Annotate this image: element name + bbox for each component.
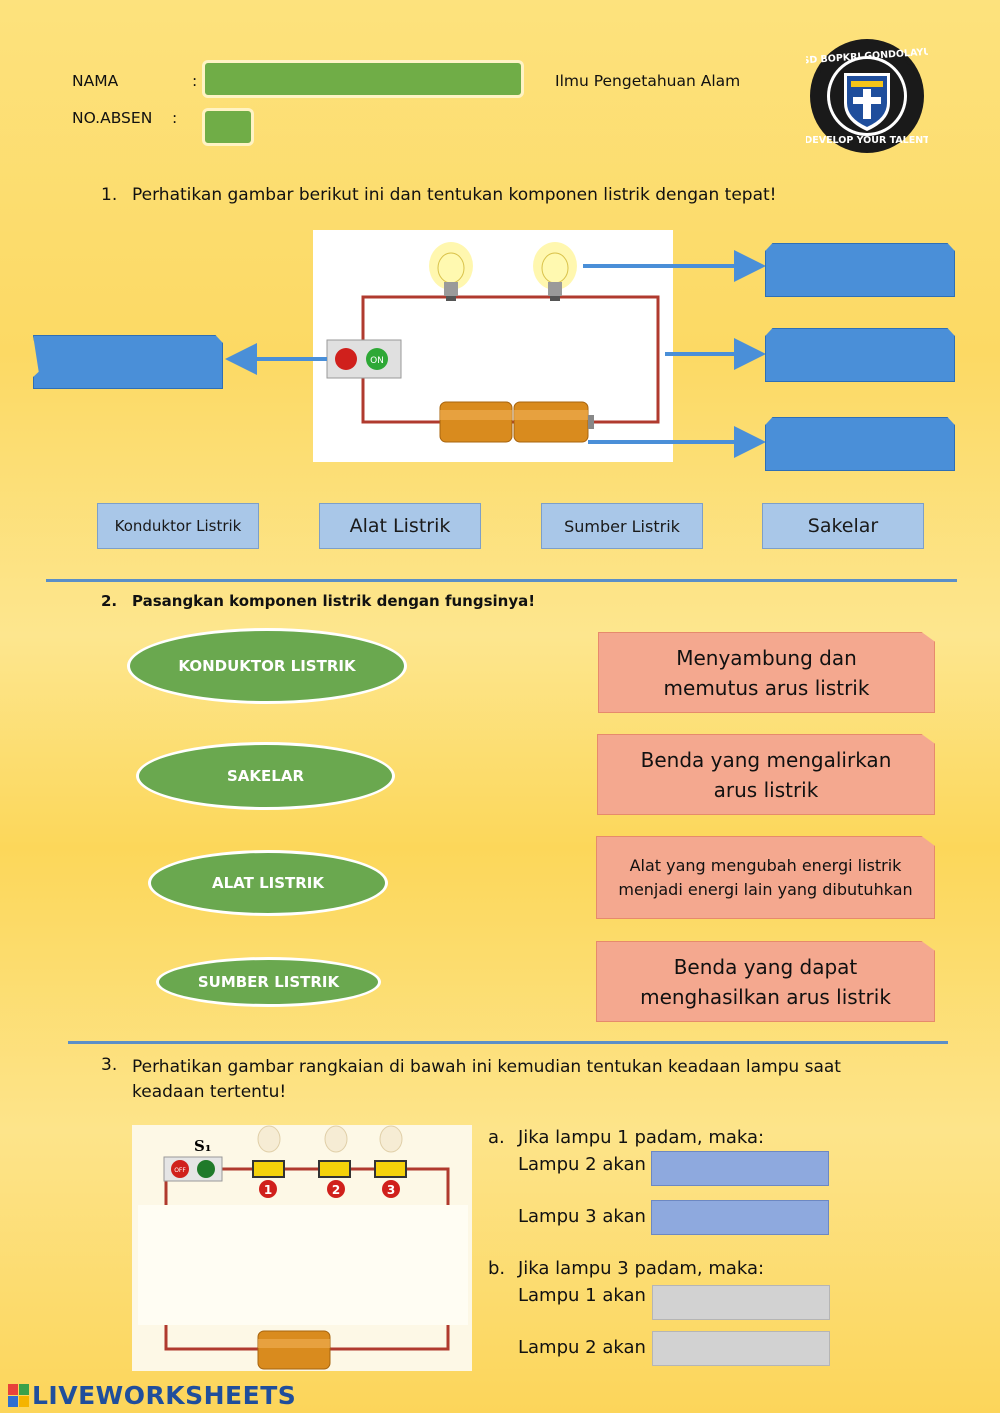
bulb-icon <box>257 1125 281 1153</box>
q1-number: 1. <box>101 185 118 205</box>
answer-box-battery[interactable] <box>765 417 955 471</box>
name-label: NAMA <box>72 72 119 90</box>
arrows-layer <box>225 250 766 458</box>
svg-text:OFF: OFF <box>174 1167 186 1174</box>
function-4[interactable]: Benda yang dapat menghasilkan arus listr… <box>596 941 935 1022</box>
answer-box-switch[interactable] <box>33 335 223 389</box>
bulb-icon <box>429 242 473 301</box>
subject-label: Ilmu Pengetahuan Alam <box>555 72 741 90</box>
svg-text:ON: ON <box>370 356 384 366</box>
divider-2 <box>68 1041 948 1044</box>
circuit-diagram-1: ON <box>313 230 673 462</box>
bulb-icon <box>379 1125 403 1153</box>
svg-text:1: 1 <box>264 1183 272 1197</box>
svg-text:DEVELOP YOUR TALENT: DEVELOP YOUR TALENT <box>806 135 928 146</box>
function-1[interactable]: Menyambung dan memutus arus listrik <box>598 632 935 713</box>
battery-icon <box>257 1330 331 1370</box>
q3-b-label: b. <box>488 1258 506 1279</box>
q3-a-label: a. <box>488 1127 505 1148</box>
divider-1 <box>46 579 957 582</box>
q2-number: 2. <box>101 592 118 610</box>
absen-colon: : <box>172 109 178 127</box>
q3-b-text: Jika lampu 3 padam, maka: <box>518 1258 765 1279</box>
option-konduktor[interactable]: Konduktor Listrik <box>97 503 259 549</box>
answer-a-lampu3[interactable] <box>651 1200 829 1235</box>
component-sakelar[interactable]: SAKELAR <box>136 742 395 810</box>
q2-text: Pasangkan komponen listrik dengan fungsi… <box>132 592 536 610</box>
option-alat[interactable]: Alat Listrik <box>319 503 481 549</box>
name-input[interactable] <box>202 60 524 98</box>
brand-text: LIVEWORKSHEETS <box>32 1381 297 1410</box>
bulb-icon <box>324 1125 348 1153</box>
option-sumber[interactable]: Sumber Listrik <box>541 503 703 549</box>
absen-input[interactable] <box>202 108 254 146</box>
answer-b-lampu2[interactable] <box>652 1331 830 1366</box>
answer-a-lampu2[interactable] <box>651 1151 829 1186</box>
q3-a-line2: Lampu 3 akan <box>518 1206 646 1227</box>
q3-number: 3. <box>101 1055 118 1075</box>
option-sakelar[interactable]: Sakelar <box>762 503 924 549</box>
function-2[interactable]: Benda yang mengalirkan arus listrik <box>597 734 935 815</box>
function-3[interactable]: Alat yang mengubah energi listrik menjad… <box>596 836 935 919</box>
component-sumber[interactable]: SUMBER LISTRIK <box>156 957 381 1007</box>
q3-text: Perhatikan gambar rangkaian di bawah ini… <box>132 1057 841 1102</box>
bulb-icon <box>533 242 577 301</box>
switch-icon: ON <box>326 339 402 379</box>
q3-b-line1: Lampu 1 akan <box>518 1285 646 1306</box>
svg-text:2: 2 <box>332 1183 340 1197</box>
q3-b-line2: Lampu 2 akan <box>518 1337 646 1358</box>
circuit-diagram-2: S₁ OFF 1 2 3 <box>132 1125 472 1371</box>
name-colon: : <box>192 72 198 90</box>
component-konduktor[interactable]: KONDUKTOR LISTRIK <box>127 628 407 704</box>
liveworksheets-brand: LIVEWORKSHEETS <box>8 1381 296 1410</box>
q1-text: Perhatikan gambar berikut ini dan tentuk… <box>132 185 777 205</box>
absen-label: NO.ABSEN <box>72 109 153 127</box>
answer-box-wire[interactable] <box>765 328 955 382</box>
switch-icon: OFF <box>163 1156 223 1182</box>
liveworksheets-logo-icon <box>8 1383 29 1407</box>
svg-text:S₁: S₁ <box>194 1137 211 1155</box>
answer-b-lampu1[interactable] <box>652 1285 830 1320</box>
component-alat[interactable]: ALAT LISTRIK <box>148 850 388 916</box>
school-logo: SD BOPKRI GONDOLAYU DEVELOP YOUR TALENT <box>806 39 928 153</box>
svg-text:3: 3 <box>387 1183 395 1197</box>
battery-icon <box>439 401 594 443</box>
q3-a-line1: Lampu 2 akan <box>518 1154 646 1175</box>
answer-box-bulb[interactable] <box>765 243 955 297</box>
q3-a-text: Jika lampu 1 padam, maka: <box>518 1127 765 1148</box>
